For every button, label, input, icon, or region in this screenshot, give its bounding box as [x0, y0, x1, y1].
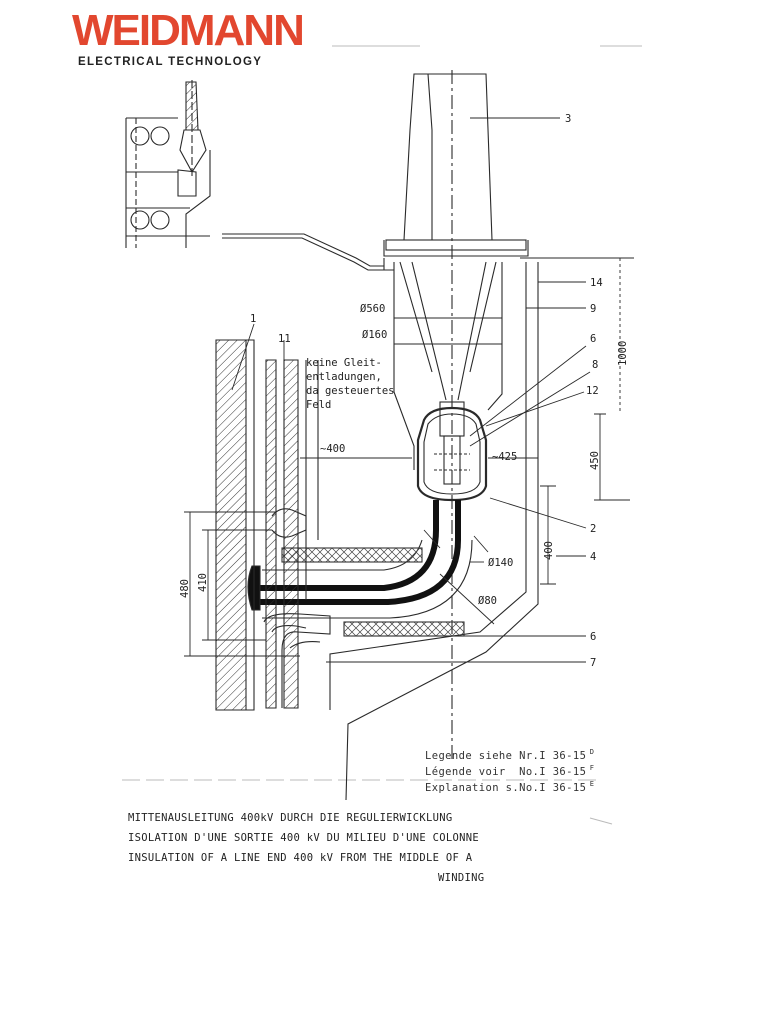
logo-tagline: ELECTRICAL TECHNOLOGY: [78, 56, 263, 68]
note-line: da gesteuertes: [306, 385, 395, 397]
turret: [329, 261, 539, 801]
legend-text: Légende voir No.I 36-15: [425, 766, 587, 778]
callout-6-lower: 6: [590, 631, 596, 643]
scan-marks: [122, 45, 642, 825]
label-dim400: 400: [543, 541, 555, 560]
lead-cable: [247, 500, 489, 637]
label-d560: Ø560: [360, 303, 385, 315]
dimensions: [184, 258, 630, 657]
caption: MITTENAUSLEITUNG 400kV DURCH DIE REGULIE…: [128, 808, 484, 888]
callout-7: 7: [590, 657, 596, 669]
label-approx400: ~400: [320, 443, 345, 455]
callout-leaders: [231, 117, 591, 663]
note-line: Feld: [306, 399, 331, 411]
legend-text: Explanation s.No.I 36-15: [425, 782, 587, 794]
diagram-labels: Ø560 Ø160 ~400 ~425 Ø140 Ø80 1000 450 40…: [179, 113, 629, 669]
legend-text: Legende siehe Nr.I 36-15: [425, 750, 587, 762]
label-approx425: ~425: [492, 451, 517, 463]
top-left-detail: [125, 80, 211, 248]
note-line: entladungen,: [306, 371, 382, 383]
note-line: keine Gleit-: [306, 357, 382, 369]
callout-4: 4: [590, 551, 596, 563]
callout-8: 8: [592, 359, 598, 371]
label-dim450: 450: [589, 451, 601, 470]
winding: [215, 339, 331, 711]
tank-cover: [222, 233, 634, 271]
callout-2: 2: [590, 523, 596, 535]
label-d80: Ø80: [478, 595, 497, 607]
caption-line-en: INSULATION OF A LINE END 400 kV FROM THE…: [128, 852, 473, 864]
callout-6: 6: [590, 333, 596, 345]
callout-12: 12: [586, 385, 599, 397]
label-d140: Ø140: [488, 557, 513, 569]
shield-electrode: [416, 401, 488, 502]
callout-9: 9: [590, 303, 596, 315]
caption-line-de: MITTENAUSLEITUNG 400kV DURCH DIE REGULIE…: [128, 812, 453, 824]
callout-14: 14: [590, 277, 603, 289]
label-d160: Ø160: [362, 329, 387, 341]
callout-3: 3: [565, 113, 571, 125]
caption-line-fr: ISOLATION D'UNE SORTIE 400 kV DU MILIEU …: [128, 832, 479, 844]
bushing: [383, 70, 529, 760]
weidmann-logo: WEIDMANN ELECTRICAL TECHNOLOGY: [72, 6, 305, 69]
legend-sup: E: [589, 780, 595, 788]
callout-11: 11: [278, 333, 291, 345]
callout-1: 1: [250, 313, 256, 325]
label-dim480: 480: [179, 579, 191, 598]
label-dim1000: 1000: [617, 341, 629, 366]
caption-line-en-cont: WINDING: [438, 872, 485, 884]
legend-sup: D: [589, 748, 595, 756]
logo-wordmark: WEIDMANN: [72, 6, 305, 55]
label-dim410: 410: [197, 573, 209, 592]
legend-sup: F: [589, 764, 595, 772]
